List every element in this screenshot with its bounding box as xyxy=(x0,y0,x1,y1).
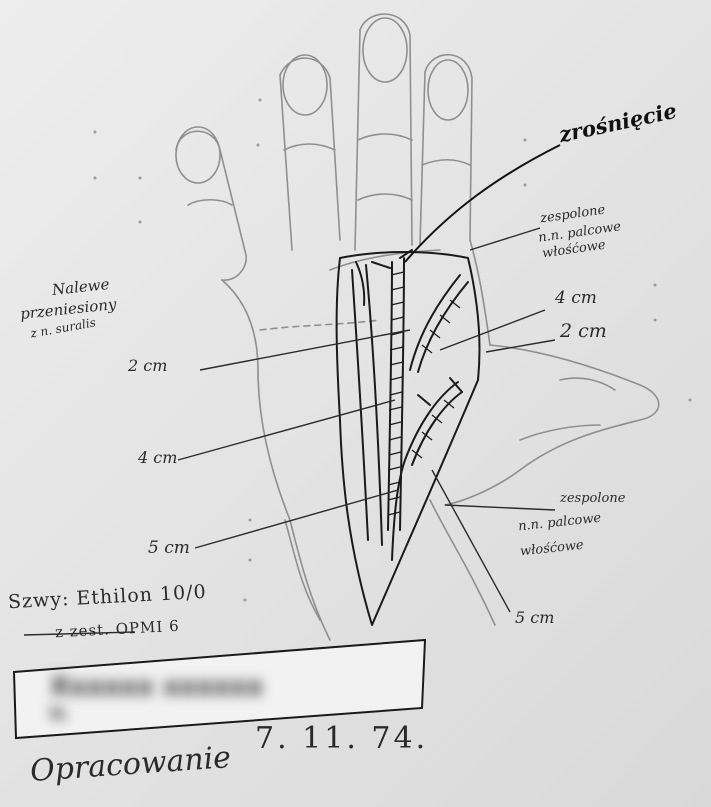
label-zespolone-bottom-1: zespolone xyxy=(560,492,625,505)
label-2cm-right: 2 cm xyxy=(560,322,607,341)
redacted-line2: N. xyxy=(50,704,69,723)
leader-lines xyxy=(24,145,560,635)
label-5cm-right: 5 cm xyxy=(515,610,554,626)
redacted-name: Xxxxxx xxxxxx xyxy=(50,672,264,702)
label-4cm-right: 4 cm xyxy=(555,290,597,307)
label-2cm-left: 2 cm xyxy=(128,358,167,374)
label-4cm-left: 4 cm xyxy=(138,450,177,466)
label-date: 7. 11. 74. xyxy=(255,724,428,754)
label-5cm-left: 5 cm xyxy=(148,540,190,557)
